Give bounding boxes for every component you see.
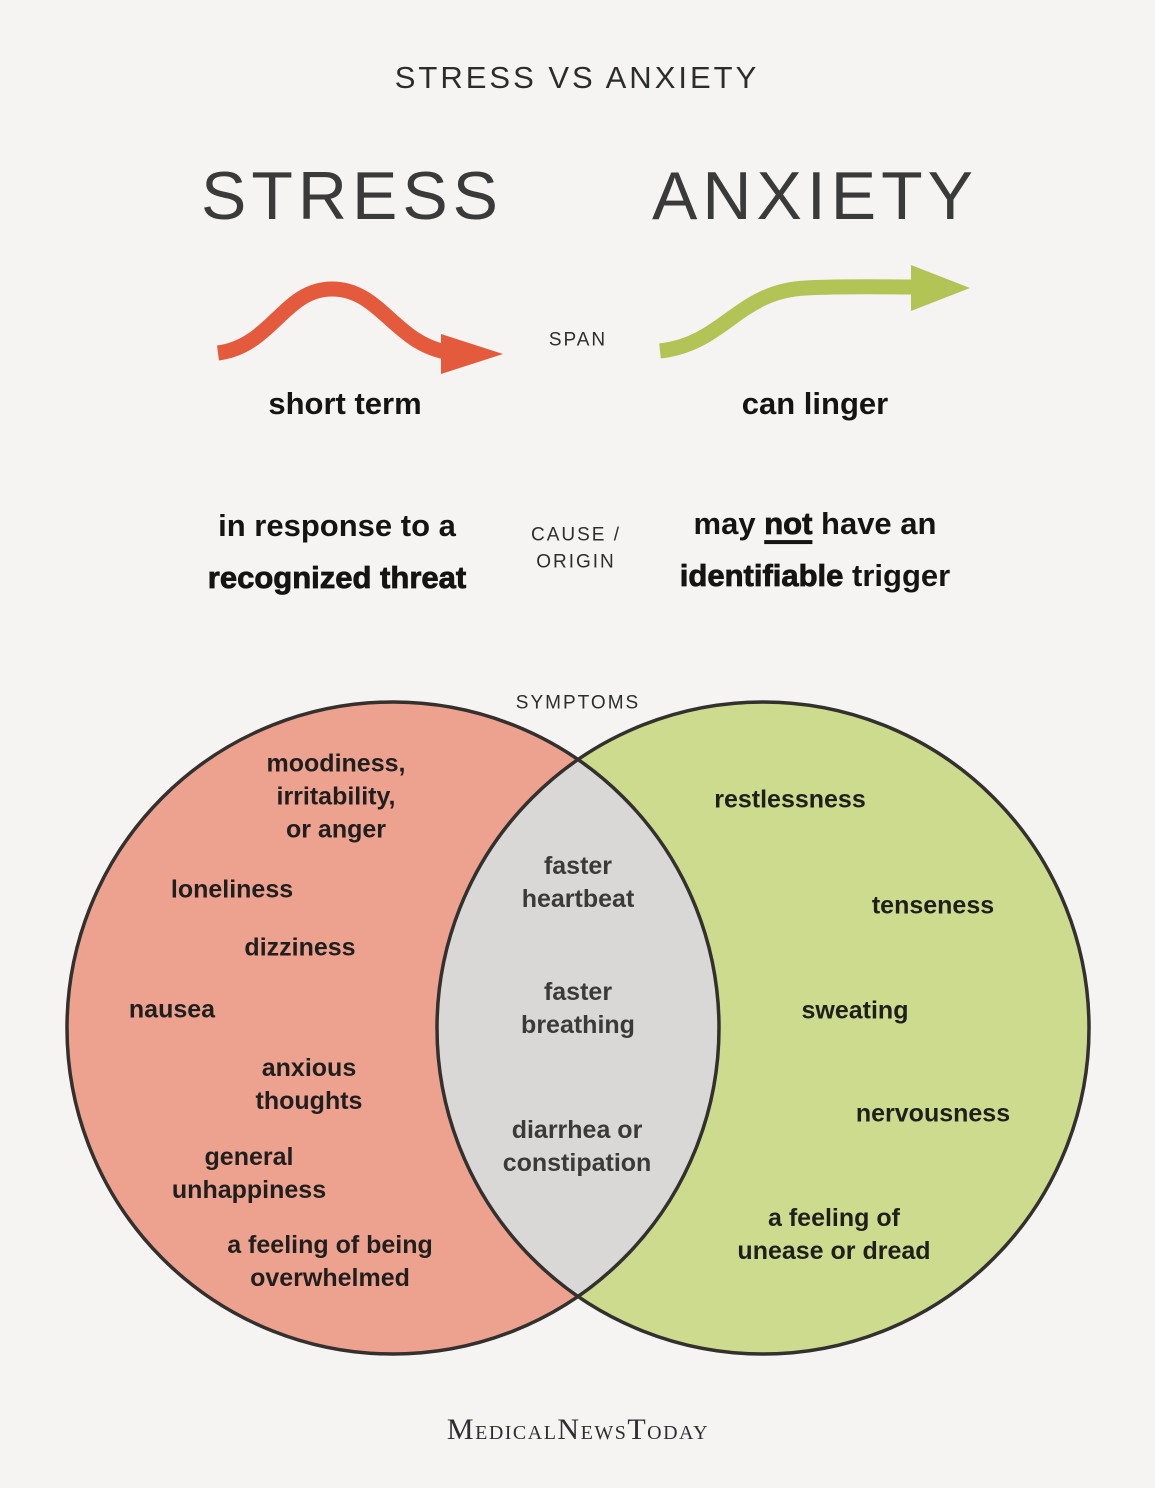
stress-circle-outline: [65, 700, 721, 1356]
logo-part-medical: Medical: [446, 1413, 558, 1446]
shared-symptom-diarrhea-constipation: diarrhea or constipation: [502, 1116, 652, 1177]
anxiety-symptom-restlessness: restlessness: [714, 785, 866, 814]
anxiety-symptom-nervousness: nervousness: [855, 1099, 1011, 1128]
anxiety-symptom-unease-dread: a feeling of unease or dread: [737, 1204, 931, 1265]
anxiety-cause-mid: have an: [812, 506, 937, 542]
logo-part-news: News: [557, 1413, 628, 1446]
anxiety-symptom-tenseness: tenseness: [871, 891, 995, 920]
shared-symptom-faster-heartbeat: faster heartbeat: [521, 852, 635, 913]
stress-cause-line1: in response to a: [218, 508, 456, 544]
stress-span-value: short term: [268, 386, 422, 422]
stress-symptom-dizziness: dizziness: [244, 933, 356, 962]
stress-cause-line2: recognized threat: [207, 560, 467, 596]
anxiety-symptom-sweating: sweating: [801, 996, 909, 1025]
stress-symptom-overwhelmed: a feeling of being overwhelmed: [227, 1231, 433, 1292]
anxiety-cause-line1: may not have an: [694, 503, 937, 545]
span-row-label: SPAN: [548, 329, 608, 351]
stress-bell-curve-arrow-icon: [216, 281, 503, 374]
symptoms-row-label: SYMPTOMS: [515, 692, 641, 714]
stress-symptom-nausea: nausea: [128, 995, 216, 1024]
anxiety-heading: ANXIETY: [652, 158, 978, 234]
stress-symptom-loneliness: loneliness: [170, 875, 294, 904]
anxiety-cause-pre: may: [693, 506, 765, 542]
anxiety-cause-line2: identifiable trigger: [679, 555, 951, 597]
anxiety-span-value: can linger: [741, 386, 889, 422]
stress-heading: STRESS: [200, 158, 504, 234]
anxiety-cause-not: not: [764, 506, 813, 542]
shared-symptom-faster-breathing: faster breathing: [521, 978, 635, 1039]
stress-symptom-moodiness: moodiness, irritability, or anger: [266, 749, 406, 844]
anxiety-s-curve-arrow-icon: [658, 265, 970, 359]
anxiety-circle-outline: [435, 700, 1091, 1356]
stress-symptom-general-unhappiness: general unhappiness: [171, 1143, 327, 1204]
stress-symptom-anxious-thoughts: anxious thoughts: [255, 1054, 363, 1115]
cause-row-label: CAUSE / ORIGIN: [530, 524, 622, 572]
anxiety-cause-bold2: identifiable: [679, 558, 844, 594]
overlap-lens: [437, 760, 719, 1296]
anxiety-cause-rest2: trigger: [843, 558, 951, 594]
medical-news-today-logo: MedicalNewsToday: [447, 1413, 709, 1447]
page-title: STRESS VS ANXIETY: [394, 60, 760, 95]
logo-part-today: Today: [627, 1413, 710, 1446]
